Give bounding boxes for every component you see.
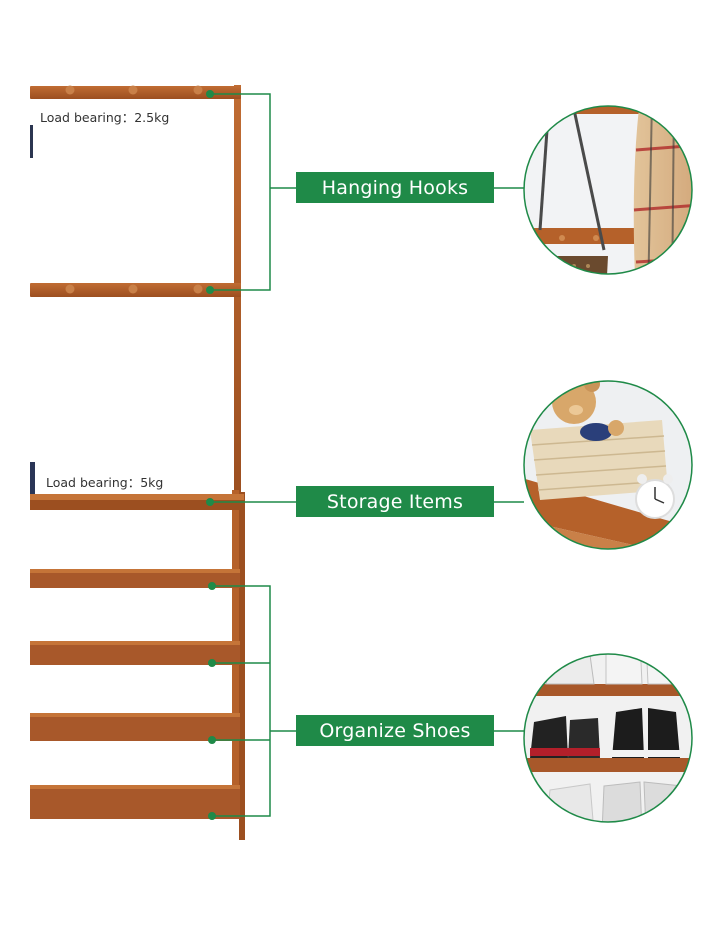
load-bearing-top-label: Load bearing：2.5kg: [40, 110, 170, 125]
hook: [193, 284, 203, 294]
hook: [128, 284, 138, 294]
load-bearing-shelf-label: Load bearing：5kg: [46, 475, 164, 490]
coat-shoe-rack: [30, 85, 245, 840]
hook: [128, 85, 138, 95]
hanging-hooks-label: Hanging Hooks: [296, 172, 494, 203]
detail-circle-shoes: [523, 653, 693, 823]
hook: [65, 85, 75, 95]
shelf: [30, 785, 240, 819]
hook: [65, 284, 75, 294]
storage-items-label: Storage Items: [296, 486, 494, 517]
detail-circle-hooks: [523, 105, 693, 275]
organize-shoes-label: Organize Shoes: [296, 715, 494, 746]
shelf: [30, 494, 244, 510]
shelf: [30, 713, 240, 741]
shelf: [30, 641, 240, 665]
shelf: [30, 569, 240, 588]
connector-dots: [206, 90, 216, 820]
connector-lines: [210, 93, 524, 817]
detail-circle-storage: [523, 380, 693, 550]
hook: [193, 85, 203, 95]
